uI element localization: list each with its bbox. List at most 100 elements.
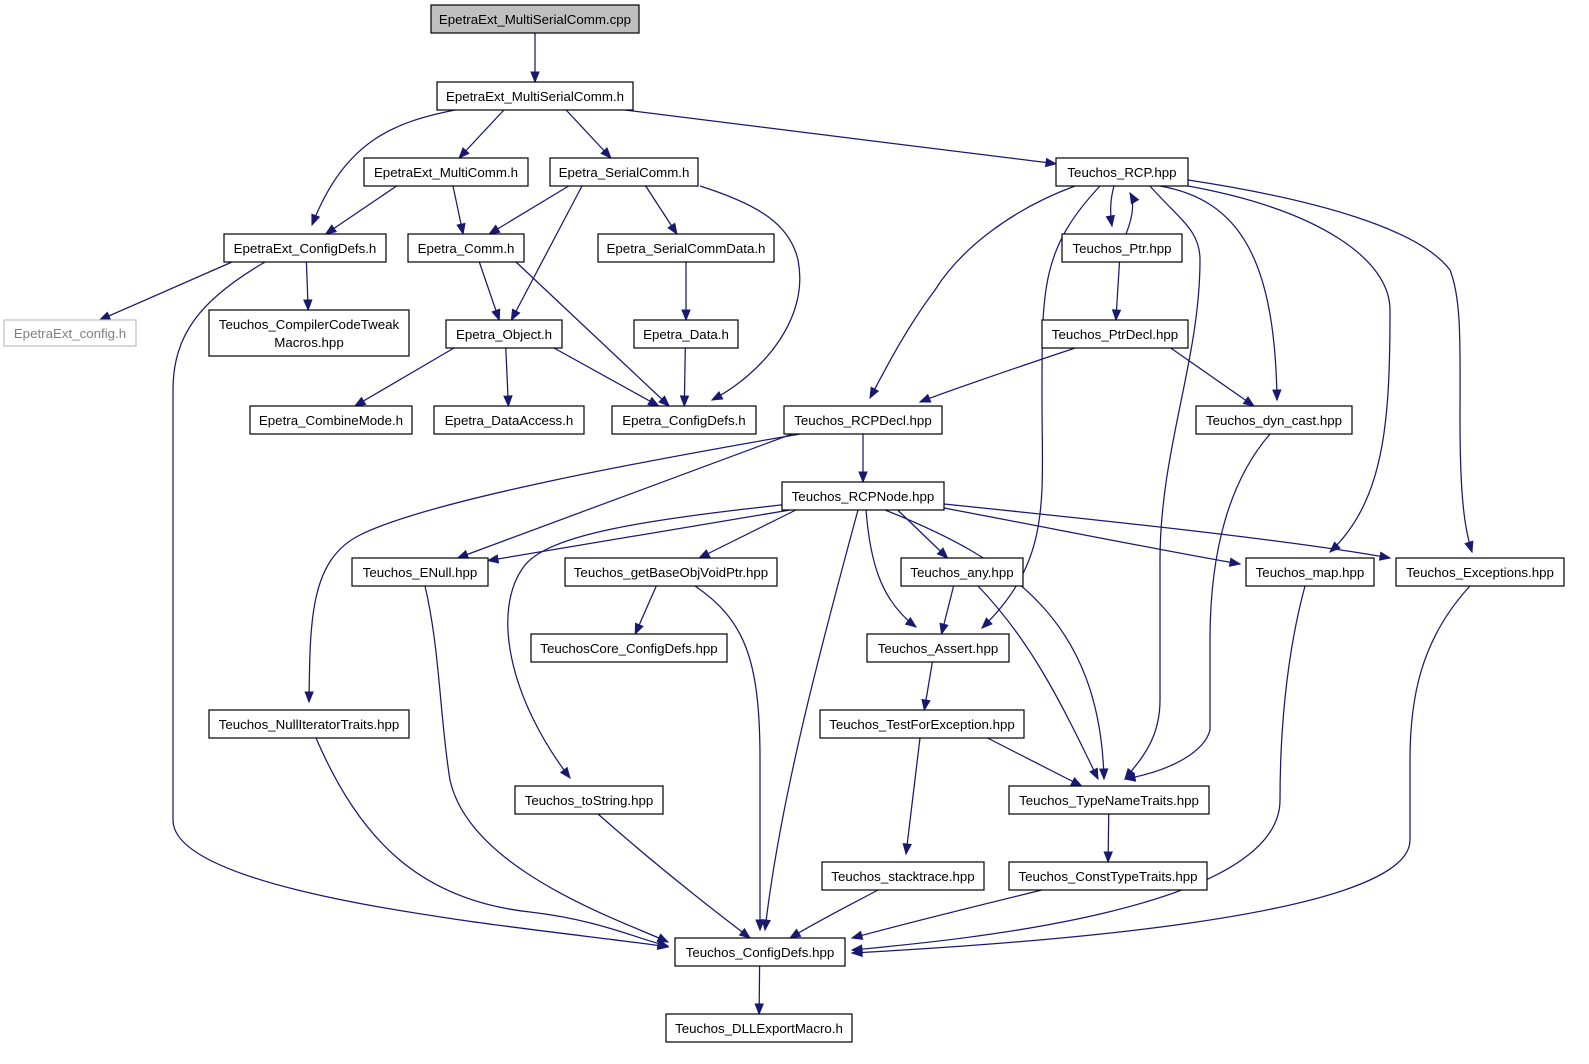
edge-line	[943, 507, 1241, 565]
arrowhead	[1089, 767, 1099, 781]
arrowhead	[939, 622, 949, 636]
node-box	[1041, 319, 1189, 349]
edge-tfe-to-tnt	[987, 737, 1083, 787]
node-label: Teuchos_any.hpp	[910, 565, 1013, 580]
arrowhead	[754, 1003, 764, 1016]
node-label: Teuchos_map.hpp	[1256, 565, 1365, 580]
node-label: Teuchos_DLLExportMacro.h	[675, 1021, 843, 1036]
file-node-econf[interactable]: EpetraExt_config.h	[3, 319, 137, 347]
node-label: Teuchos_Assert.hpp	[878, 641, 998, 656]
file-node-ptr[interactable]: Teuchos_Ptr.hpp	[1061, 233, 1183, 263]
node-box	[633, 319, 739, 349]
file-node-rcpnode[interactable]: Teuchos_RCPNode.hpp	[781, 481, 945, 511]
file-node-cm[interactable]: Epetra_CombineMode.h	[249, 405, 413, 435]
arrowhead	[710, 390, 724, 401]
edge-nit-to-tcd	[315, 737, 670, 949]
arrowhead	[491, 308, 501, 322]
node-box	[530, 633, 728, 663]
node-box	[611, 405, 757, 435]
edge-line	[311, 109, 456, 226]
node-label: Epetra_SerialComm.h	[559, 165, 690, 180]
file-node-gbo[interactable]: Teuchos_getBaseObjVoidPtr.hpp	[564, 557, 778, 587]
file-node-scd[interactable]: Epetra_SerialCommData.h	[597, 233, 775, 263]
arrowhead	[902, 843, 912, 856]
file-node-dll[interactable]: Teuchos_DLLExportMacro.h	[665, 1013, 853, 1043]
file-node-st[interactable]: Teuchos_stacktrace.hpp	[821, 861, 985, 891]
file-node-ptrdecl[interactable]: Teuchos_PtrDecl.hpp	[1041, 319, 1189, 349]
arrowhead	[788, 928, 802, 939]
file-node-enull[interactable]: Teuchos_ENull.hpp	[351, 557, 489, 587]
node-label: EpetraExt_MultiComm.h	[374, 165, 518, 180]
edge-line	[565, 109, 612, 159]
node-box	[249, 405, 413, 435]
edge-rcp-to-assert	[981, 185, 1101, 629]
file-node-exc[interactable]: Teuchos_Exceptions.hpp	[1395, 557, 1565, 587]
file-node-cpp[interactable]: EpetraExt_MultiSerialComm.cpp	[430, 4, 640, 34]
node-box	[436, 81, 634, 111]
file-node-tfe[interactable]: Teuchos_TestForException.hpp	[819, 709, 1025, 739]
node-box	[597, 233, 775, 263]
node-box	[433, 405, 585, 435]
edge-line	[865, 509, 917, 628]
file-node-epcd[interactable]: Epetra_ConfigDefs.h	[611, 405, 757, 435]
arrowhead	[858, 471, 868, 484]
edge-msc-to-sc	[565, 109, 612, 159]
node-box	[208, 309, 410, 357]
file-node-any[interactable]: Teuchos_any.hpp	[900, 557, 1024, 587]
file-node-tostr[interactable]: Teuchos_toString.hpp	[514, 785, 664, 815]
edge-line	[325, 185, 397, 235]
arrowhead	[324, 224, 338, 235]
edge-ctt-to-tcd	[850, 889, 1043, 940]
file-node-ecd[interactable]: EpetraExt_ConfigDefs.h	[223, 233, 387, 263]
file-node-rcpdecl[interactable]: Teuchos_RCPDecl.hpp	[783, 405, 943, 435]
file-node-nit[interactable]: Teuchos_NullIteratorTraits.hpp	[208, 709, 410, 739]
file-node-tcd[interactable]: Teuchos_ConfigDefs.hpp	[674, 937, 846, 967]
file-node-map[interactable]: Teuchos_map.hpp	[1245, 557, 1375, 587]
edge-line	[424, 585, 669, 943]
arrowhead	[921, 698, 931, 712]
edge-line	[172, 261, 669, 948]
edge-sc-to-obj	[510, 185, 583, 322]
file-node-msc[interactable]: EpetraExt_MultiSerialComm.h	[436, 81, 634, 111]
file-node-tccd[interactable]: TeuchosCore_ConfigDefs.hpp	[530, 633, 728, 663]
file-node-mc[interactable]: EpetraExt_MultiComm.h	[363, 157, 529, 187]
edge-line	[507, 503, 791, 779]
node-label: Teuchos_RCPNode.hpp	[792, 489, 935, 504]
arrowhead	[456, 549, 470, 559]
file-node-dyn[interactable]: Teuchos_dyn_cast.hpp	[1195, 405, 1353, 435]
edge-line	[1124, 433, 1271, 780]
node-label: Teuchos_TypeNameTraits.hpp	[1019, 793, 1199, 808]
node-box	[1055, 157, 1189, 187]
edge-rcpnode-to-map	[943, 507, 1242, 567]
arrowhead	[1105, 214, 1115, 228]
arrowhead	[304, 691, 314, 704]
edge-line	[553, 347, 660, 407]
file-node-obj[interactable]: Epetra_Object.h	[445, 319, 563, 349]
arrowhead	[311, 213, 321, 227]
file-node-rcp[interactable]: Teuchos_RCP.hpp	[1055, 157, 1189, 187]
node-label: Epetra_Comm.h	[418, 241, 515, 256]
file-node-assert[interactable]: Teuchos_Assert.hpp	[866, 633, 1010, 663]
file-node-sc[interactable]: Epetra_SerialComm.h	[549, 157, 699, 187]
edge-line	[764, 509, 859, 931]
arrowhead	[1098, 768, 1109, 781]
arrowhead	[981, 617, 993, 629]
file-node-comm[interactable]: Epetra_Comm.h	[407, 233, 525, 263]
node-label: Epetra_DataAccess.h	[445, 413, 574, 428]
arrowhead	[1228, 557, 1242, 567]
edge-line	[905, 737, 921, 855]
arrowhead	[1103, 851, 1113, 864]
edge-ecd-to-tcd	[172, 261, 670, 951]
edge-line	[699, 185, 801, 401]
edge-rcp-to-exc	[1187, 179, 1474, 554]
edge-line	[789, 889, 879, 939]
file-node-data[interactable]: Epetra_Data.h	[633, 319, 739, 349]
file-node-tnt[interactable]: Teuchos_TypeNameTraits.hpp	[1008, 785, 1210, 815]
file-node-ctt[interactable]: Teuchos_ConstTypeTraits.hpp	[1008, 861, 1208, 891]
edge-line	[1159, 185, 1278, 401]
node-label: Teuchos_dyn_cast.hpp	[1206, 413, 1342, 428]
edge-line	[987, 737, 1082, 787]
edge-line	[597, 813, 751, 939]
file-node-da[interactable]: Epetra_DataAccess.h	[433, 405, 585, 435]
